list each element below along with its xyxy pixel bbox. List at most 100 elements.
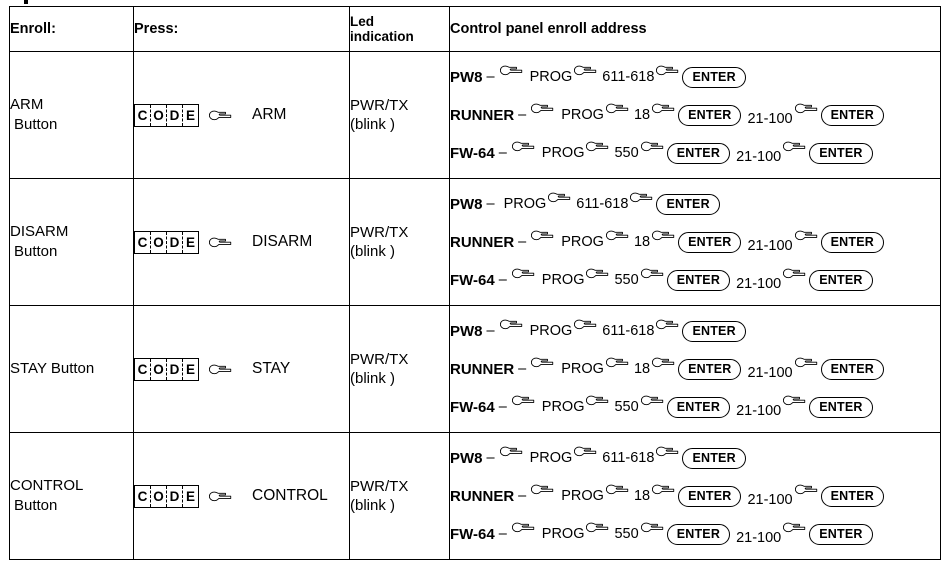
address-code-value: 550	[614, 525, 639, 542]
enter-key-button[interactable]: ENTER	[666, 269, 731, 291]
address-code-value: 611-618	[576, 195, 629, 212]
prog-label: PROG	[561, 487, 604, 504]
sequence-dash: –	[518, 233, 527, 250]
led-indication-cell: PWR/TX(blink )	[349, 178, 450, 306]
sequence-dash: –	[486, 195, 495, 212]
pointing-hand-icon	[530, 356, 554, 369]
enroll-name-text: STAY Button	[10, 359, 95, 377]
led-indication-cell: PWR/TX(blink )	[349, 305, 450, 433]
led-indication-line2: (blink )	[350, 497, 396, 514]
address-code-value: 550	[614, 144, 639, 161]
enter-key-button[interactable]: ENTER	[678, 104, 742, 126]
pointing-hand-icon	[530, 102, 554, 115]
address-range-value: 21-100	[747, 110, 793, 127]
header-led-indication: Led indication	[349, 6, 450, 52]
enter-key-button[interactable]: ENTER	[656, 193, 720, 215]
enter-key-button[interactable]: ENTER	[666, 142, 731, 164]
prog-label: PROG	[529, 322, 573, 339]
enter-key-button[interactable]: ENTER	[682, 66, 746, 88]
led-indication-cell: PWR/TX(blink )	[349, 432, 450, 560]
address-range-value: 21-100	[736, 402, 782, 419]
enter-key-button[interactable]: ENTER	[820, 231, 884, 253]
pointing-hand-icon	[573, 318, 597, 331]
led-indication-line1: PWR/TX	[350, 96, 409, 114]
address-range-value: 21-100	[736, 148, 782, 165]
enter-key-button[interactable]: ENTER	[678, 358, 742, 380]
sequence-dash: –	[486, 449, 495, 466]
enter-key-button[interactable]: ENTER	[820, 358, 884, 380]
sequence-dash: –	[498, 144, 507, 161]
prog-label: PROG	[561, 360, 604, 377]
enter-key-button[interactable]: ENTER	[678, 231, 742, 253]
pointing-hand-icon	[782, 394, 806, 407]
pointing-hand-icon	[651, 102, 675, 115]
led-indication-line2: (blink )	[350, 243, 396, 260]
enter-key-button[interactable]: ENTER	[678, 485, 742, 507]
pointing-hand-icon	[655, 318, 679, 331]
pointing-hand-icon	[655, 64, 679, 77]
pointing-hand-icon	[208, 109, 232, 122]
enter-key-button[interactable]: ENTER	[809, 269, 873, 291]
panel-model-label: RUNNER	[450, 233, 515, 251]
code-key-c: C	[137, 488, 148, 504]
code-key-d: D	[166, 485, 182, 507]
pointing-hand-icon	[530, 483, 554, 496]
code-key-e: E	[182, 104, 198, 126]
pointing-hand-icon	[499, 64, 523, 77]
panel-model-label: PW8	[450, 322, 483, 340]
sequence-dash: –	[498, 525, 507, 542]
header-led-line2: indication	[350, 29, 414, 44]
code-key-c: C	[137, 361, 148, 377]
address-code-value: 18	[633, 233, 651, 250]
enroll-table-wrapper: Enroll: Press: Led indication Control pa…	[9, 6, 941, 560]
enter-key-button[interactable]: ENTER	[809, 523, 873, 545]
panel-model-label: PW8	[450, 449, 483, 467]
address-code-value: 18	[633, 360, 651, 377]
enroll-name-line1: CONTROL	[10, 476, 84, 494]
pointing-hand-icon	[794, 102, 818, 115]
address-code-value: 611-618	[602, 449, 655, 466]
sequence-dash: –	[486, 322, 495, 339]
press-target-label: DISARM	[252, 233, 313, 250]
pointing-hand-icon	[208, 490, 232, 503]
pointing-hand-icon	[605, 356, 629, 369]
address-code-value: 550	[614, 271, 639, 288]
pointing-hand-icon	[794, 229, 818, 242]
enter-key-button[interactable]: ENTER	[820, 485, 884, 507]
pointing-hand-icon	[511, 521, 535, 534]
enter-key-button[interactable]: ENTER	[809, 142, 873, 164]
address-range-value: 21-100	[747, 237, 793, 254]
sequence-dash: –	[518, 106, 527, 123]
enter-key-button[interactable]: ENTER	[682, 320, 746, 342]
prog-label: PROG	[561, 106, 604, 123]
enter-key-button[interactable]: ENTER	[809, 396, 873, 418]
prog-label: PROG	[541, 144, 585, 161]
header-control-panel-enroll-address: Control panel enroll address	[449, 6, 941, 52]
enter-key-button[interactable]: ENTER	[682, 447, 746, 469]
enter-key-button[interactable]: ENTER	[666, 523, 731, 545]
address-code-value: 550	[614, 398, 639, 415]
pointing-hand-icon	[655, 445, 679, 458]
pointing-hand-icon	[585, 140, 609, 153]
address-range-value: 21-100	[747, 364, 793, 381]
enter-key-button[interactable]: ENTER	[666, 396, 731, 418]
enter-key-button[interactable]: ENTER	[820, 104, 884, 126]
panel-model-label: RUNNER	[450, 487, 515, 505]
